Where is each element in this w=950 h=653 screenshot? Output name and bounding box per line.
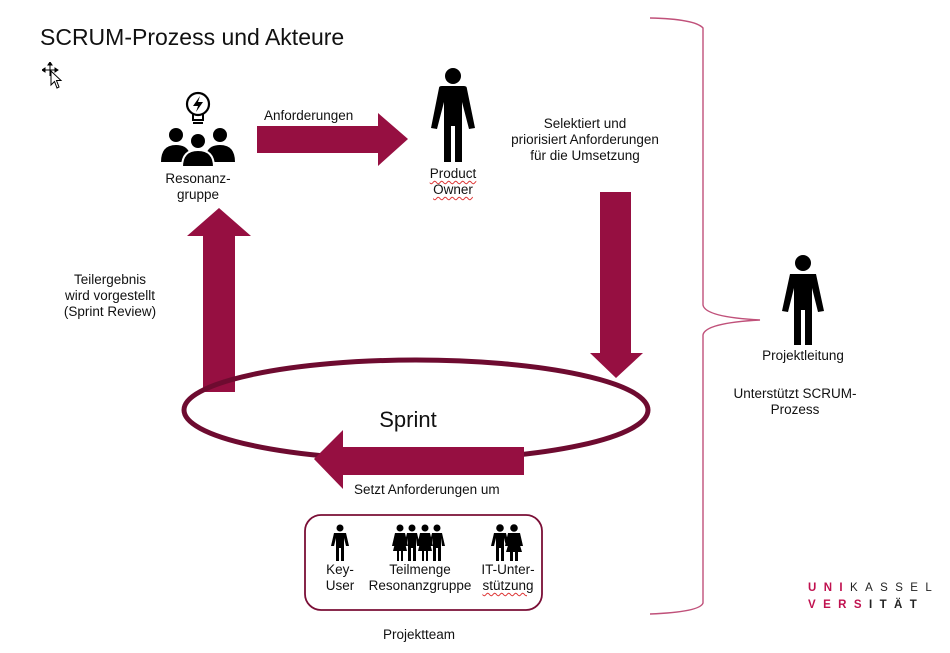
projektteam-box [304,514,543,611]
resonanzgruppe-label-line1: Resonanz- [165,171,231,186]
teilergebnis-line2: wird vorgestellt [64,288,156,303]
logo-letter: E [823,599,839,611]
logo-versitaet: VERSITÄT [808,599,924,611]
single-person-icon [331,524,349,561]
slide-title: SCRUM-Prozess und Akteure [40,24,345,50]
teilergebnis-line1: Teilergebnis [73,272,147,287]
arrow-right-anforderungen [257,113,408,166]
selektiert-line1: Selektiert und [543,116,627,131]
anforderungen-label: Anforderungen [264,108,354,123]
uni-kassel-logo: UNIKASSEL VERSITÄT [808,580,939,614]
setzt-anforderungen-um-label: Setzt Anforderungen um [354,482,500,497]
resonanzgruppe-label-line2: gruppe [176,187,220,202]
product-owner-label-line1: Product [429,166,477,181]
teilergebnis-text: Teilergebnis wird vorgestellt (Sprint Re… [45,272,175,320]
projektleitung-label: Projektleitung [762,348,844,363]
move-cursor-icon [41,61,66,95]
key-user-line2: User [325,578,355,593]
key-user-line1: Key- [326,562,354,577]
logo-uni: UNI [808,582,851,594]
teilergebnis-line3: (Sprint Review) [63,304,157,319]
sprint-label: Sprint [379,407,437,432]
resonanzgruppe-label: Resonanz- gruppe [158,171,238,203]
teilmenge-line2: Resonanzgruppe [368,578,472,593]
arrow-up-sprint-review [187,208,251,392]
arrow-left-setzt-um [314,430,524,489]
logo-kassel: KASSEL [850,582,940,594]
four-people-icon [392,524,445,561]
it-unterstuetzung-line2: stützung [482,578,534,593]
logo-letter: I [868,599,880,611]
logo-letter: T [879,599,894,611]
projektleitung-desc-line2: Prozess [770,402,820,417]
group-with-idea-bulb-icon [161,91,235,168]
team-member-teilmenge: Teilmenge Resonanzgruppe [364,562,476,594]
selektiert-line3: für die Umsetzung [530,148,640,163]
product-owner-person-icon [431,68,475,162]
teilmenge-line1: Teilmenge [389,562,451,577]
logo-letter: V [808,599,824,611]
selektiert-line2: priorisiert Anforderungen [511,132,659,147]
team-member-key-user: Key- User [315,562,365,594]
projektleitung-desc-line1: Unterstützt SCRUM- [733,386,857,401]
it-unterstuetzung-line1: IT-Unter- [481,562,535,577]
projektteam-label: Projektteam [383,627,456,642]
product-owner-label: Product Owner [413,166,493,198]
arrow-down-selektiert [590,192,643,378]
logo-letter: S [853,599,869,611]
product-owner-label-line2: Owner [433,182,473,197]
brace-projektleitung [649,17,761,615]
two-people-icon [491,524,523,561]
projektleitung-description: Unterstützt SCRUM- Prozess [720,386,870,418]
logo-letter: Ä [894,599,910,611]
logo-letter: R [838,599,854,611]
projektleitung-person-icon [782,255,824,345]
team-member-it-unterstuetzung: IT-Unter- stützung [475,562,541,594]
selektiert-text: Selektiert und priorisiert Anforderungen… [495,116,675,164]
logo-letter: T [909,599,925,611]
